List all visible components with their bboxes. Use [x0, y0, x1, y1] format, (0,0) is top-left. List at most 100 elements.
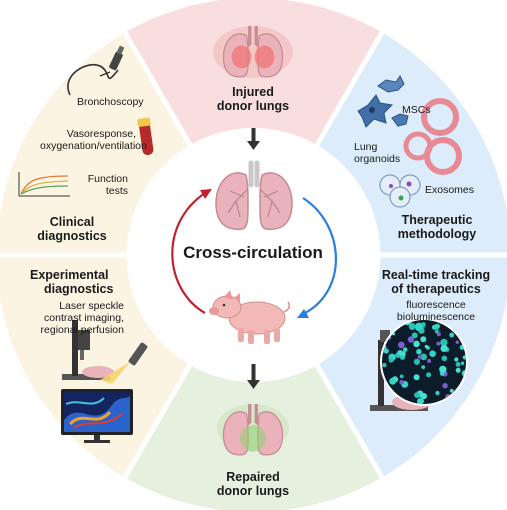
- lungs-icon-repaired: [222, 403, 284, 456]
- fluorescence-dot: [449, 388, 454, 393]
- arrow-red-curve: [171, 189, 212, 314]
- clinical-title-line1: Clinical: [49, 215, 95, 229]
- fluorescence-dot: [414, 392, 420, 398]
- center-title: Cross-circulation: [183, 243, 323, 262]
- injured-label-line2: donor lungs: [216, 99, 290, 114]
- fluorescence-dot: [416, 348, 422, 355]
- arrow-down-top: [247, 128, 260, 150]
- msc-cell-icon: [357, 75, 409, 128]
- fluorescence-dot: [388, 357, 394, 363]
- blood-tube-icon: [137, 117, 154, 156]
- arrow-down-bottom: [247, 364, 260, 389]
- fluorescence-dot: [399, 379, 404, 385]
- repaired-label-line1: Repaired: [226, 470, 280, 484]
- injured-label-line1: Injured: [232, 85, 274, 99]
- organoids-line1: Lung: [354, 141, 378, 153]
- fluorescence-dot: [429, 350, 436, 358]
- vaso-line2: oxygenation/ventilation: [40, 140, 147, 153]
- function-tests-label: Function tests: [80, 173, 128, 197]
- fluorescence-dot: [436, 341, 441, 346]
- experimental-title: Experimental diagnostics: [30, 268, 113, 297]
- tracking-title-line1: Real-time tracking: [381, 268, 491, 282]
- vaso-label: Vasoresponse, oxygenation/ventilation: [40, 128, 147, 153]
- organoid-ring-icon: [403, 98, 462, 175]
- fluorescence-dot: [421, 365, 426, 369]
- sector-injured: [125, 0, 382, 255]
- experimental-sub-line3: regional perfusion: [40, 324, 124, 337]
- exosomes-label: Exosomes: [425, 184, 475, 196]
- fluorescence-dot: [436, 332, 441, 337]
- experimental-sub-line2: contrast imaging,: [44, 312, 124, 325]
- mscs-label: MSCs: [402, 104, 431, 116]
- function-line1: Function: [87, 173, 128, 185]
- fluorescence-dot: [402, 347, 408, 352]
- therapeutic-title-line2: methodology: [397, 227, 477, 242]
- fluorescence-dot: [455, 367, 461, 373]
- experimental-title-line1: Experimental: [30, 268, 109, 282]
- fluorescence-dot: [399, 374, 404, 379]
- exosome-dish-icon: [379, 174, 421, 208]
- fluorescence-dot: [431, 324, 437, 330]
- therapeutic-title-line1: Therapeutic: [401, 213, 473, 227]
- repaired-label-line2: donor lungs: [216, 484, 290, 499]
- vaso-line1: Vasoresponse,: [66, 128, 136, 140]
- clinical-title: Clinical diagnostics: [22, 215, 122, 244]
- fluorescence-dot: [420, 353, 427, 361]
- center-circle: [126, 128, 381, 382]
- tracking-title-line2: of therapeutics: [391, 282, 481, 297]
- fluorescence-dot: [417, 397, 424, 404]
- tracking-sub-line2: bioluminescence: [396, 311, 476, 324]
- function-line2: tests: [105, 185, 128, 198]
- experimental-title-line2: diagnostics: [44, 282, 114, 297]
- monitor-icon: [61, 389, 133, 443]
- fluorescence-dot: [454, 357, 459, 362]
- fluorescence-dot: [440, 338, 448, 347]
- laser-icon: [100, 342, 148, 384]
- fluorescence-dot: [424, 344, 428, 349]
- tracking-sub-line1: fluorescence: [406, 299, 466, 311]
- fluorescence-dot: [460, 361, 465, 365]
- experimental-sub-line1: Laser speckle: [59, 300, 124, 312]
- repaired-label: Repaired donor lungs: [203, 470, 303, 499]
- bronchoscopy-label: Bronchoscopy: [77, 96, 144, 108]
- fluorescence-dot: [399, 351, 403, 355]
- experimental-sub: Laser speckle contrast imaging, regional…: [36, 300, 124, 336]
- microscope-icon-left: [62, 320, 114, 380]
- fluorescence-dot: [420, 336, 427, 343]
- therapeutic-title: Therapeutic methodology: [382, 213, 492, 242]
- fluorescence-dot: [413, 340, 420, 348]
- fluorescence-dot: [426, 372, 432, 378]
- injured-label: Injured donor lungs: [203, 85, 303, 114]
- lungs-icon-injured: [222, 25, 284, 78]
- fluorescence-dot: [398, 341, 405, 349]
- fluorescence-dot: [383, 348, 389, 354]
- fluorescence-dot: [407, 336, 415, 343]
- lungs-icon-center: [215, 160, 293, 231]
- fluorescence-dot: [434, 329, 439, 334]
- fluorescence-dot: [417, 354, 423, 360]
- fluorescence-dot: [413, 358, 420, 365]
- fluorescence-disc-icon: [380, 318, 468, 406]
- organoids-label: Lung organoids: [354, 141, 400, 165]
- organoids-line2: organoids: [354, 153, 401, 166]
- fluorescence-dot: [455, 340, 459, 344]
- fluorescence-dot: [439, 365, 447, 374]
- fluorescence-dot: [440, 344, 448, 352]
- fluorescence-dot: [415, 322, 423, 330]
- fluorescence-dot: [449, 332, 455, 338]
- fluorescence-dot: [382, 362, 387, 368]
- graph-icon: [18, 172, 70, 197]
- tracking-sub: fluorescence bioluminescence: [380, 299, 492, 323]
- fluorescence-dot: [389, 377, 397, 385]
- fluorescence-dot: [411, 332, 418, 339]
- fluorescence-dot: [441, 355, 448, 362]
- fluorescence-dot: [408, 323, 416, 330]
- fluorescence-dot: [435, 390, 440, 396]
- tracking-title: Real-time tracking of therapeutics: [376, 268, 496, 297]
- clinical-title-line2: diagnostics: [37, 229, 107, 244]
- arrow-blue-curve: [297, 197, 337, 318]
- fluorescence-dot: [427, 358, 432, 363]
- fluorescence-dot: [455, 361, 461, 367]
- fluorescence-dot: [442, 383, 448, 389]
